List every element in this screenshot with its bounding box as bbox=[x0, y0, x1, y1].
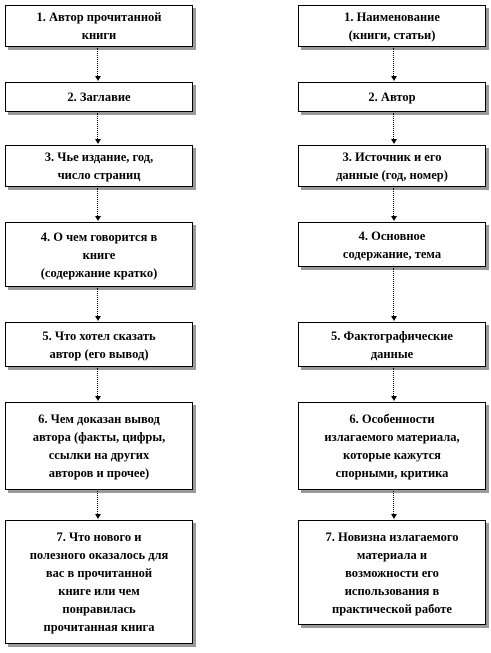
right-step-1: 1. Наименование (книги, статьи) bbox=[298, 5, 486, 47]
left-connector-6-7 bbox=[97, 491, 98, 514]
right-step-6: 6. Особенности излагаемого материала, ко… bbox=[298, 402, 486, 490]
right-step-4: 4. Основное содержание, тема bbox=[298, 222, 486, 267]
left-step-3-label: 3. Чье издание, год, число страниц bbox=[44, 150, 154, 182]
left-step-1: 1. Автор прочитанной книги bbox=[5, 5, 193, 47]
right-step-3-label: 3. Источник и его данные (год, номер) bbox=[336, 150, 448, 182]
right-step-6-label: 6. Особенности излагаемого материала, ко… bbox=[324, 412, 460, 480]
left-step-2: 2. Заглавие bbox=[5, 82, 193, 112]
left-step-4: 4. О чем говорится в книге (содержание к… bbox=[5, 222, 193, 287]
left-connector-3-4 bbox=[97, 188, 98, 216]
left-arrow-5-6 bbox=[95, 396, 101, 401]
right-step-2: 2. Автор bbox=[298, 82, 486, 112]
right-step-4-label: 4. Основное содержание, тема bbox=[342, 228, 442, 261]
left-arrow-4-5 bbox=[95, 316, 101, 321]
left-connector-1-2 bbox=[97, 48, 98, 76]
left-connector-4-5 bbox=[97, 288, 98, 316]
right-step-5: 5. Фактографические данные bbox=[298, 322, 486, 367]
right-arrow-2-3 bbox=[391, 139, 397, 144]
left-step-4-label: 4. О чем говорится в книге (содержание к… bbox=[40, 229, 158, 280]
right-arrow-6-7 bbox=[391, 514, 397, 519]
left-step-7: 7. Что нового и полезного оказалось для … bbox=[5, 520, 193, 644]
left-step-6-label: 6. Чем доказан вывод автора (факты, цифр… bbox=[32, 412, 166, 480]
right-arrow-3-4 bbox=[391, 216, 397, 221]
left-step-2-label: 2. Заглавие bbox=[67, 90, 131, 104]
right-connector-1-2 bbox=[393, 48, 394, 76]
right-step-1-label: 1. Наименование (книги, статьи) bbox=[344, 10, 440, 42]
right-step-2-label: 2. Автор bbox=[368, 90, 416, 104]
left-step-5: 5. Что хотел сказать автор (его вывод) bbox=[5, 322, 193, 367]
left-arrow-6-7 bbox=[95, 514, 101, 519]
right-connector-3-4 bbox=[393, 188, 394, 216]
left-arrow-1-2 bbox=[95, 76, 101, 81]
left-step-1-label: 1. Автор прочитанной книги bbox=[36, 10, 162, 42]
left-arrow-3-4 bbox=[95, 216, 101, 221]
right-arrow-1-2 bbox=[391, 76, 397, 81]
right-step-7: 7. Новизна излагаемого материала и возмо… bbox=[298, 520, 486, 625]
right-arrow-4-5 bbox=[391, 316, 397, 321]
left-connector-5-6 bbox=[97, 368, 98, 396]
right-step-3: 3. Источник и его данные (год, номер) bbox=[298, 145, 486, 187]
right-arrow-5-6 bbox=[391, 396, 397, 401]
left-step-5-label: 5. Что хотел сказать автор (его вывод) bbox=[42, 328, 156, 361]
left-step-7-label: 7. Что нового и полезного оказалось для … bbox=[29, 530, 169, 634]
right-connector-6-7 bbox=[393, 491, 394, 514]
left-arrow-2-3 bbox=[95, 139, 101, 144]
right-step-5-label: 5. Фактографические данные bbox=[331, 328, 453, 361]
left-step-3: 3. Чье издание, год, число страниц bbox=[5, 145, 193, 187]
left-step-6: 6. Чем доказан вывод автора (факты, цифр… bbox=[5, 402, 193, 490]
right-step-7-label: 7. Новизна излагаемого материала и возмо… bbox=[325, 529, 459, 616]
right-connector-4-5 bbox=[393, 268, 394, 316]
left-connector-2-3 bbox=[97, 113, 98, 139]
right-connector-5-6 bbox=[393, 368, 394, 396]
right-connector-2-3 bbox=[393, 113, 394, 139]
